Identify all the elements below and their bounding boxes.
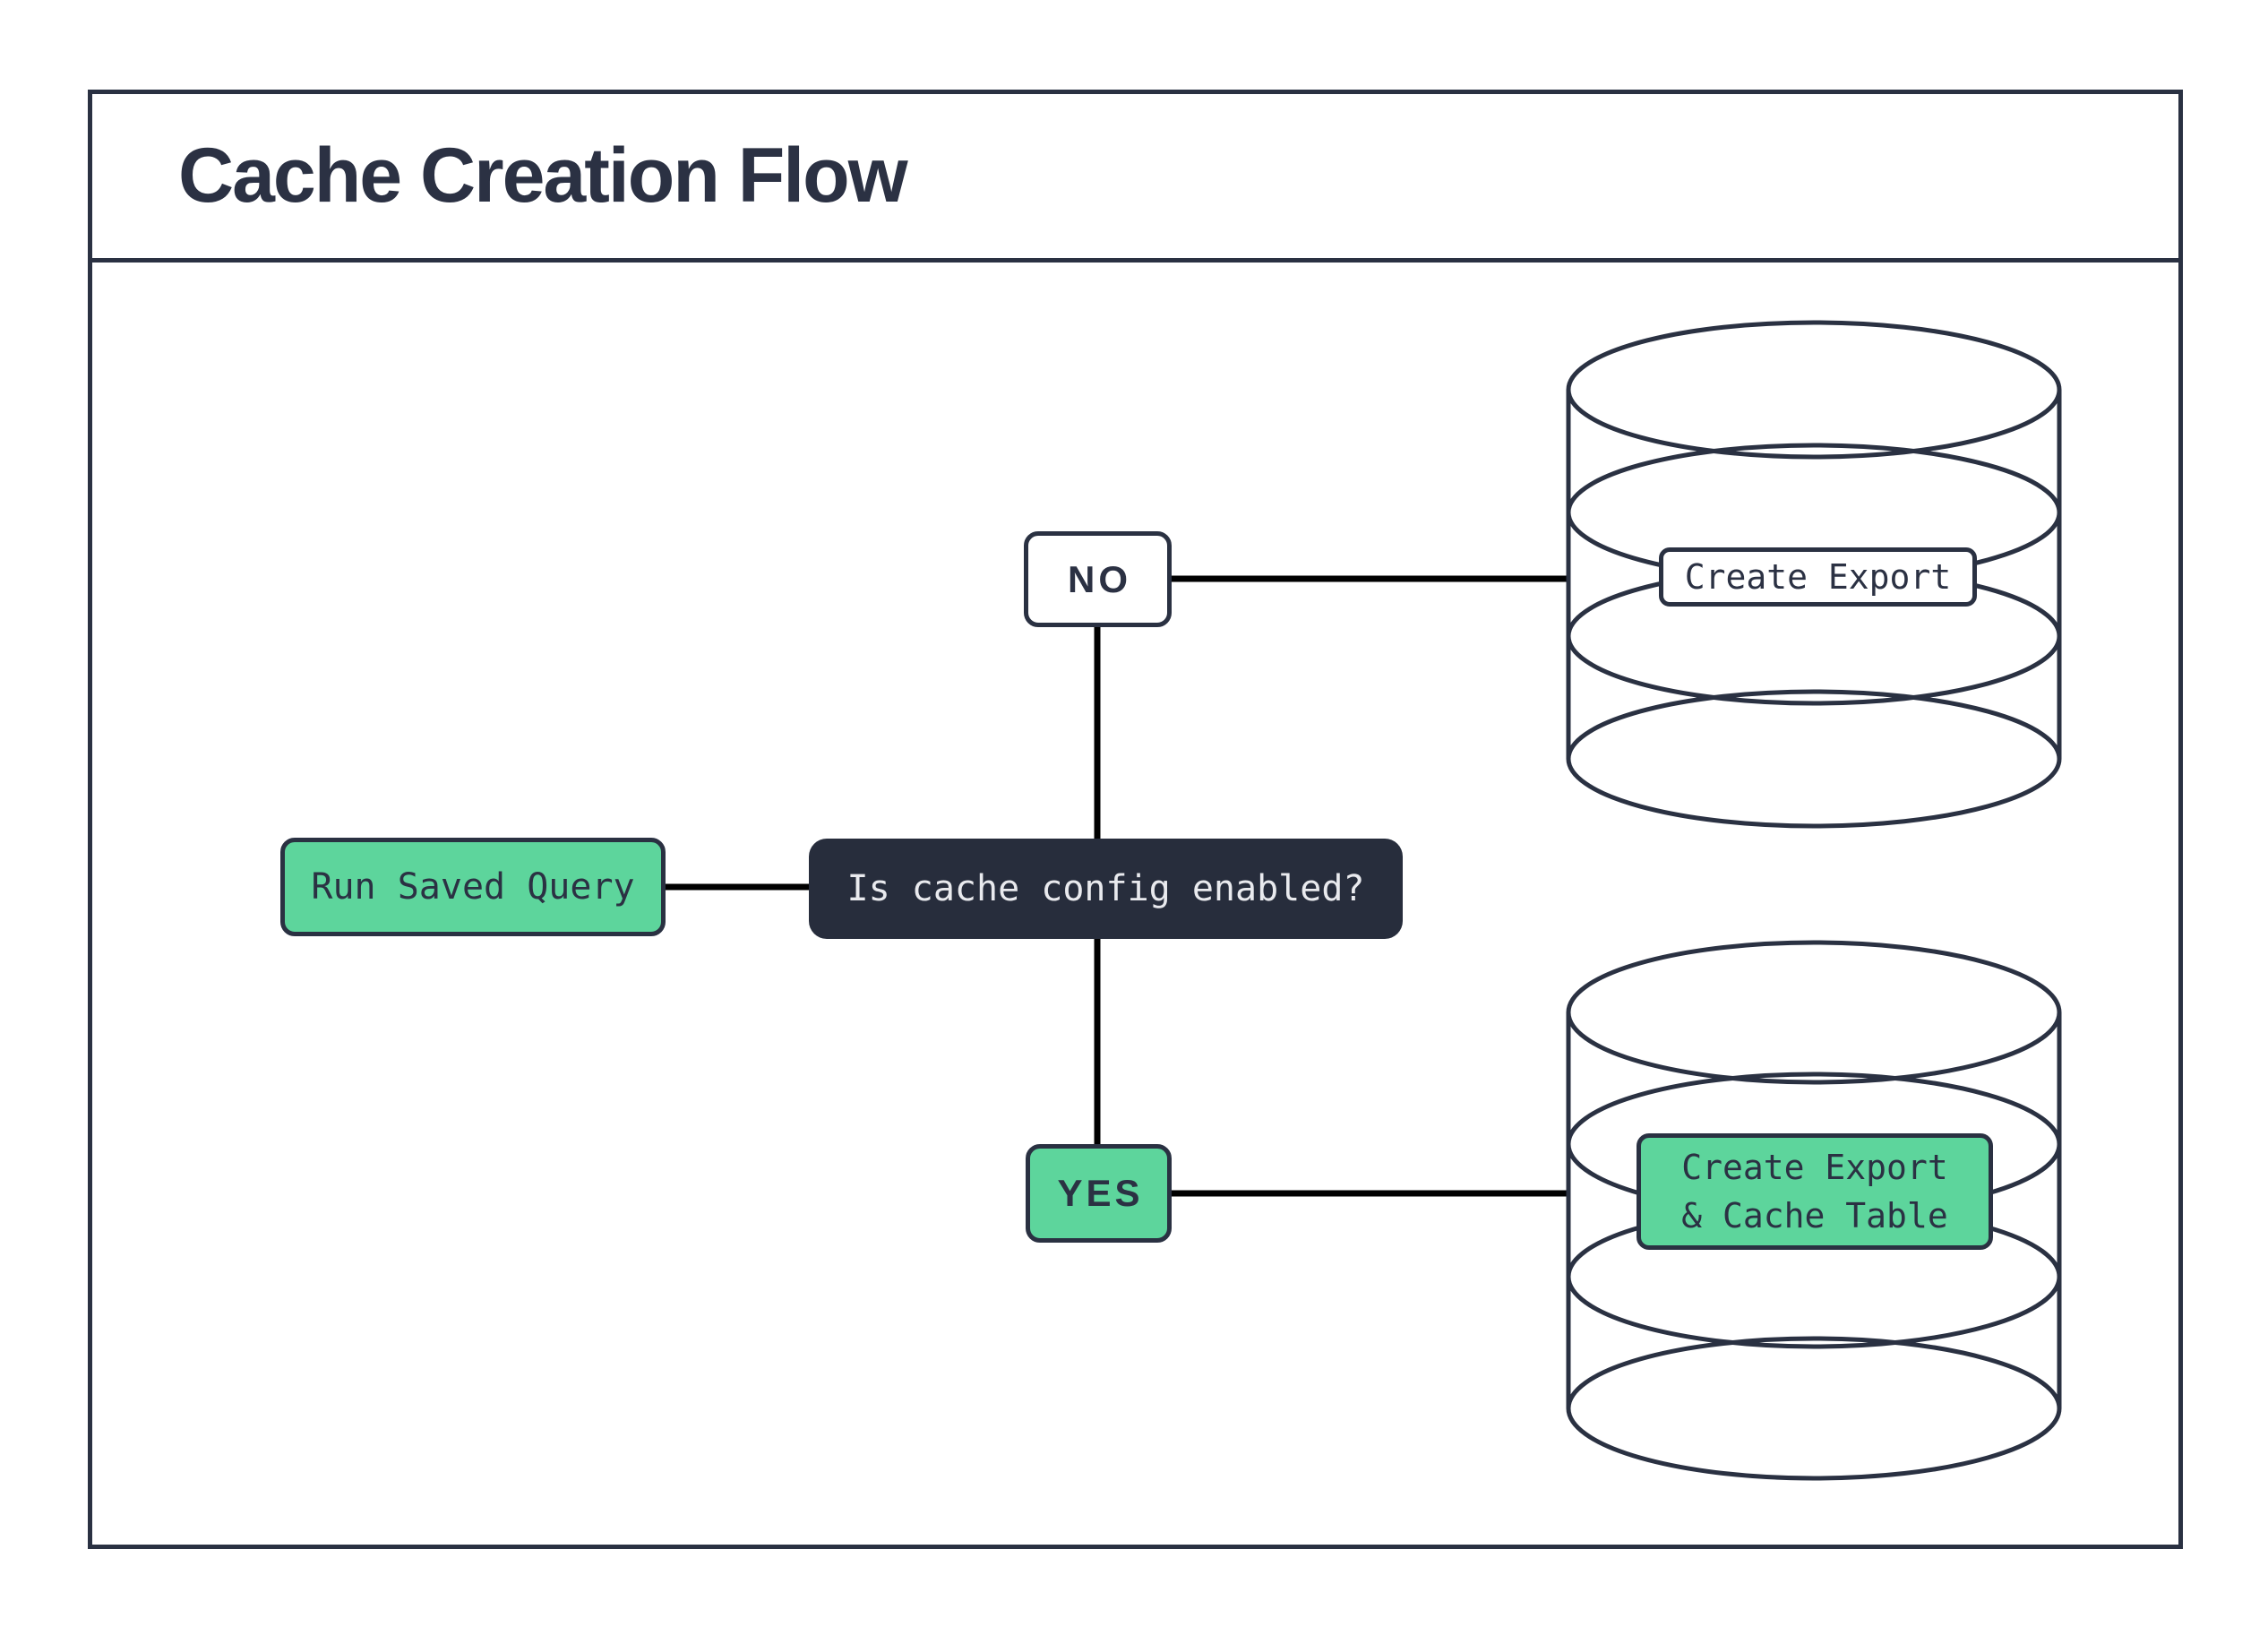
node-create-export-and-cache-table: Create Export & Cache Table <box>1637 1133 1993 1250</box>
node-cache-config-decision: Is cache config enabled? <box>809 839 1403 939</box>
node-label-line2: & Cache Table <box>1681 1196 1948 1235</box>
diagram-header: Cache Creation Flow <box>92 94 2178 263</box>
node-run-saved-query: Run Saved Query <box>280 838 666 936</box>
node-label: Create Export <box>1684 557 1952 597</box>
node-label: YES <box>1057 1172 1144 1214</box>
node-label: Run Saved Query <box>311 866 635 908</box>
node-branch-no: NO <box>1024 531 1172 627</box>
node-create-export: Create Export <box>1659 547 1977 607</box>
node-label: Is cache config enabled? <box>846 868 1365 909</box>
node-branch-yes: YES <box>1026 1144 1172 1243</box>
node-label: NO <box>1068 557 1131 600</box>
node-label-line1: Create Export <box>1681 1148 1948 1187</box>
page-title: Cache Creation Flow <box>178 133 908 219</box>
connector-lines <box>663 575 1571 1197</box>
